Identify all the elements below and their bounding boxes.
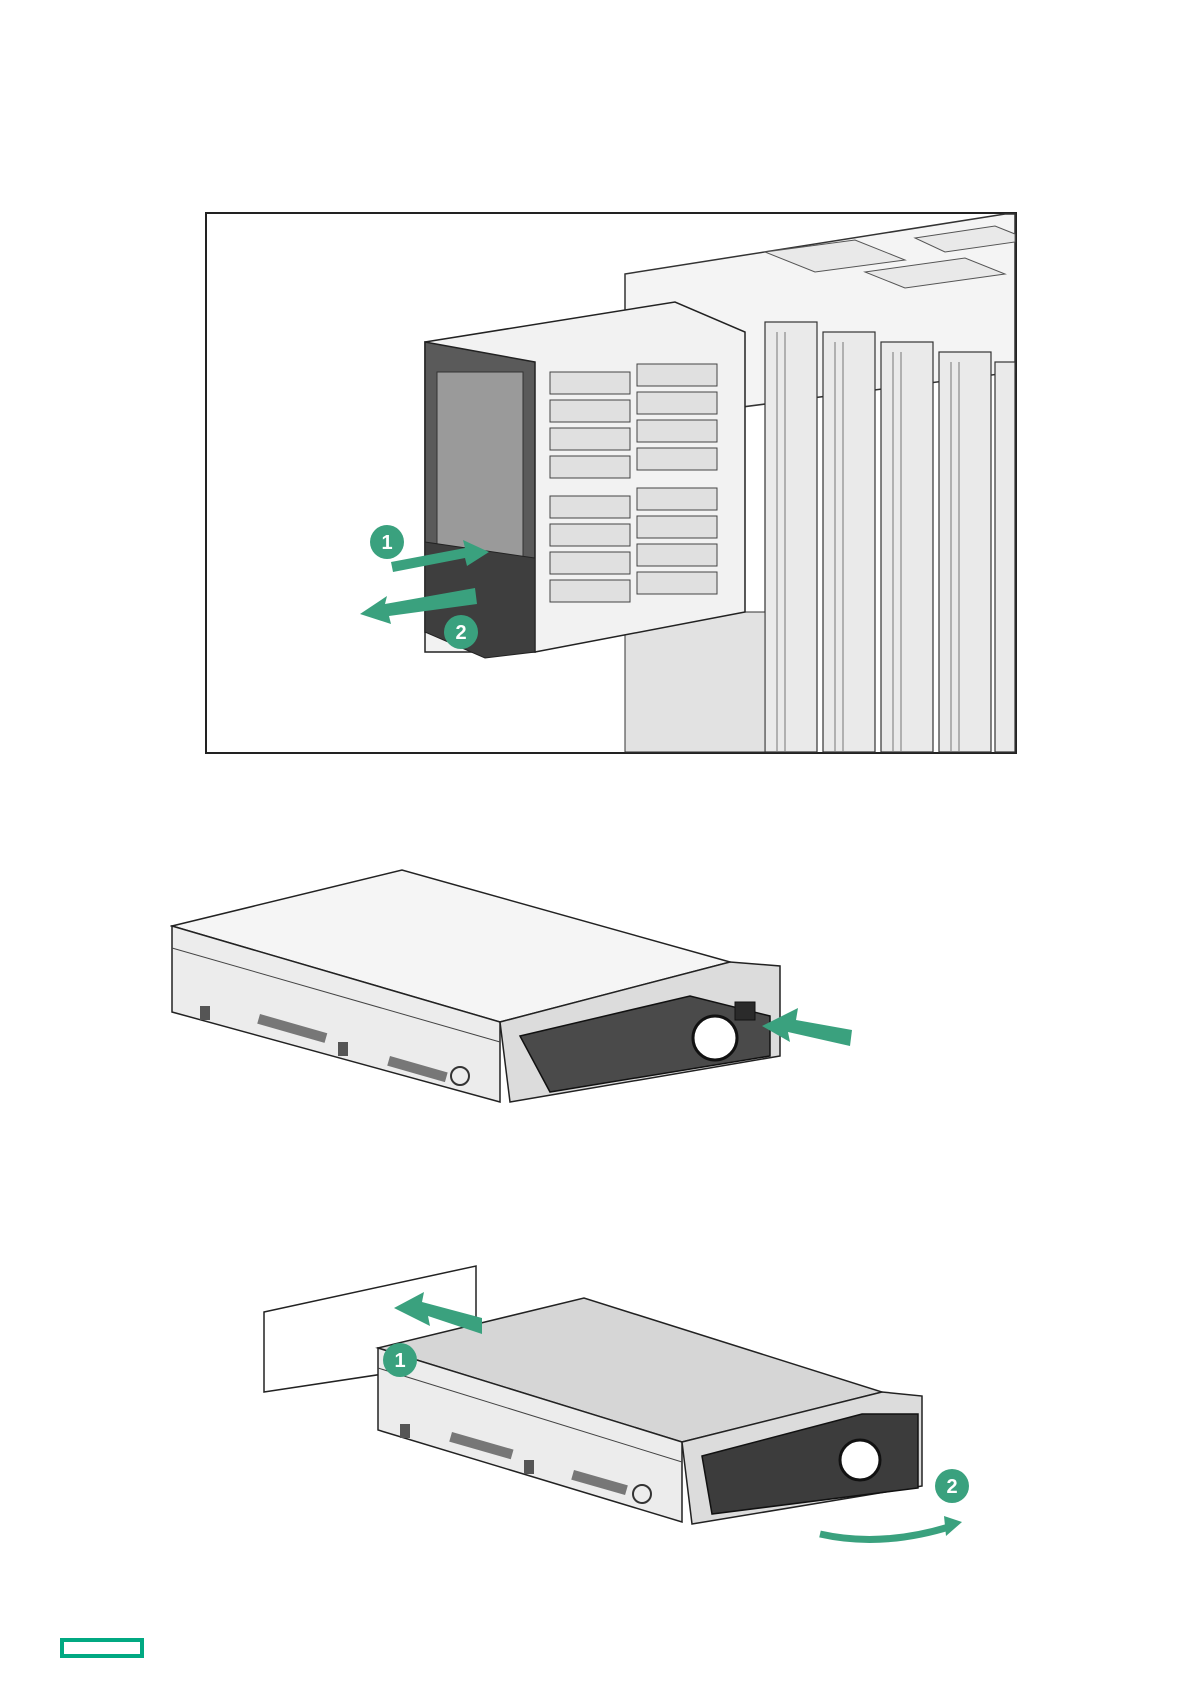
svg-text:1: 1 — [394, 1350, 405, 1372]
close-latch-arrow — [820, 1516, 962, 1539]
drive-install-illustration: 1 2 — [262, 1264, 982, 1554]
drive-cage-illustration: 1 2 — [205, 212, 1017, 754]
figure-drive-installation: 1 2 — [262, 1264, 982, 1554]
callout-1: 1 — [370, 525, 404, 559]
svg-text:2: 2 — [946, 1476, 957, 1498]
figure-drive-cage-removal: 1 2 — [205, 212, 1017, 754]
svg-text:2: 2 — [455, 622, 466, 644]
svg-text:1: 1 — [381, 532, 392, 554]
callout-2: 2 — [935, 1469, 969, 1503]
callout-1: 1 — [383, 1343, 417, 1377]
drive-release-illustration — [170, 866, 860, 1116]
figure-drive-release-button — [170, 866, 860, 1116]
drive-cage — [425, 302, 745, 658]
hpe-logo-icon — [60, 1638, 144, 1658]
callout-2: 2 — [444, 615, 478, 649]
